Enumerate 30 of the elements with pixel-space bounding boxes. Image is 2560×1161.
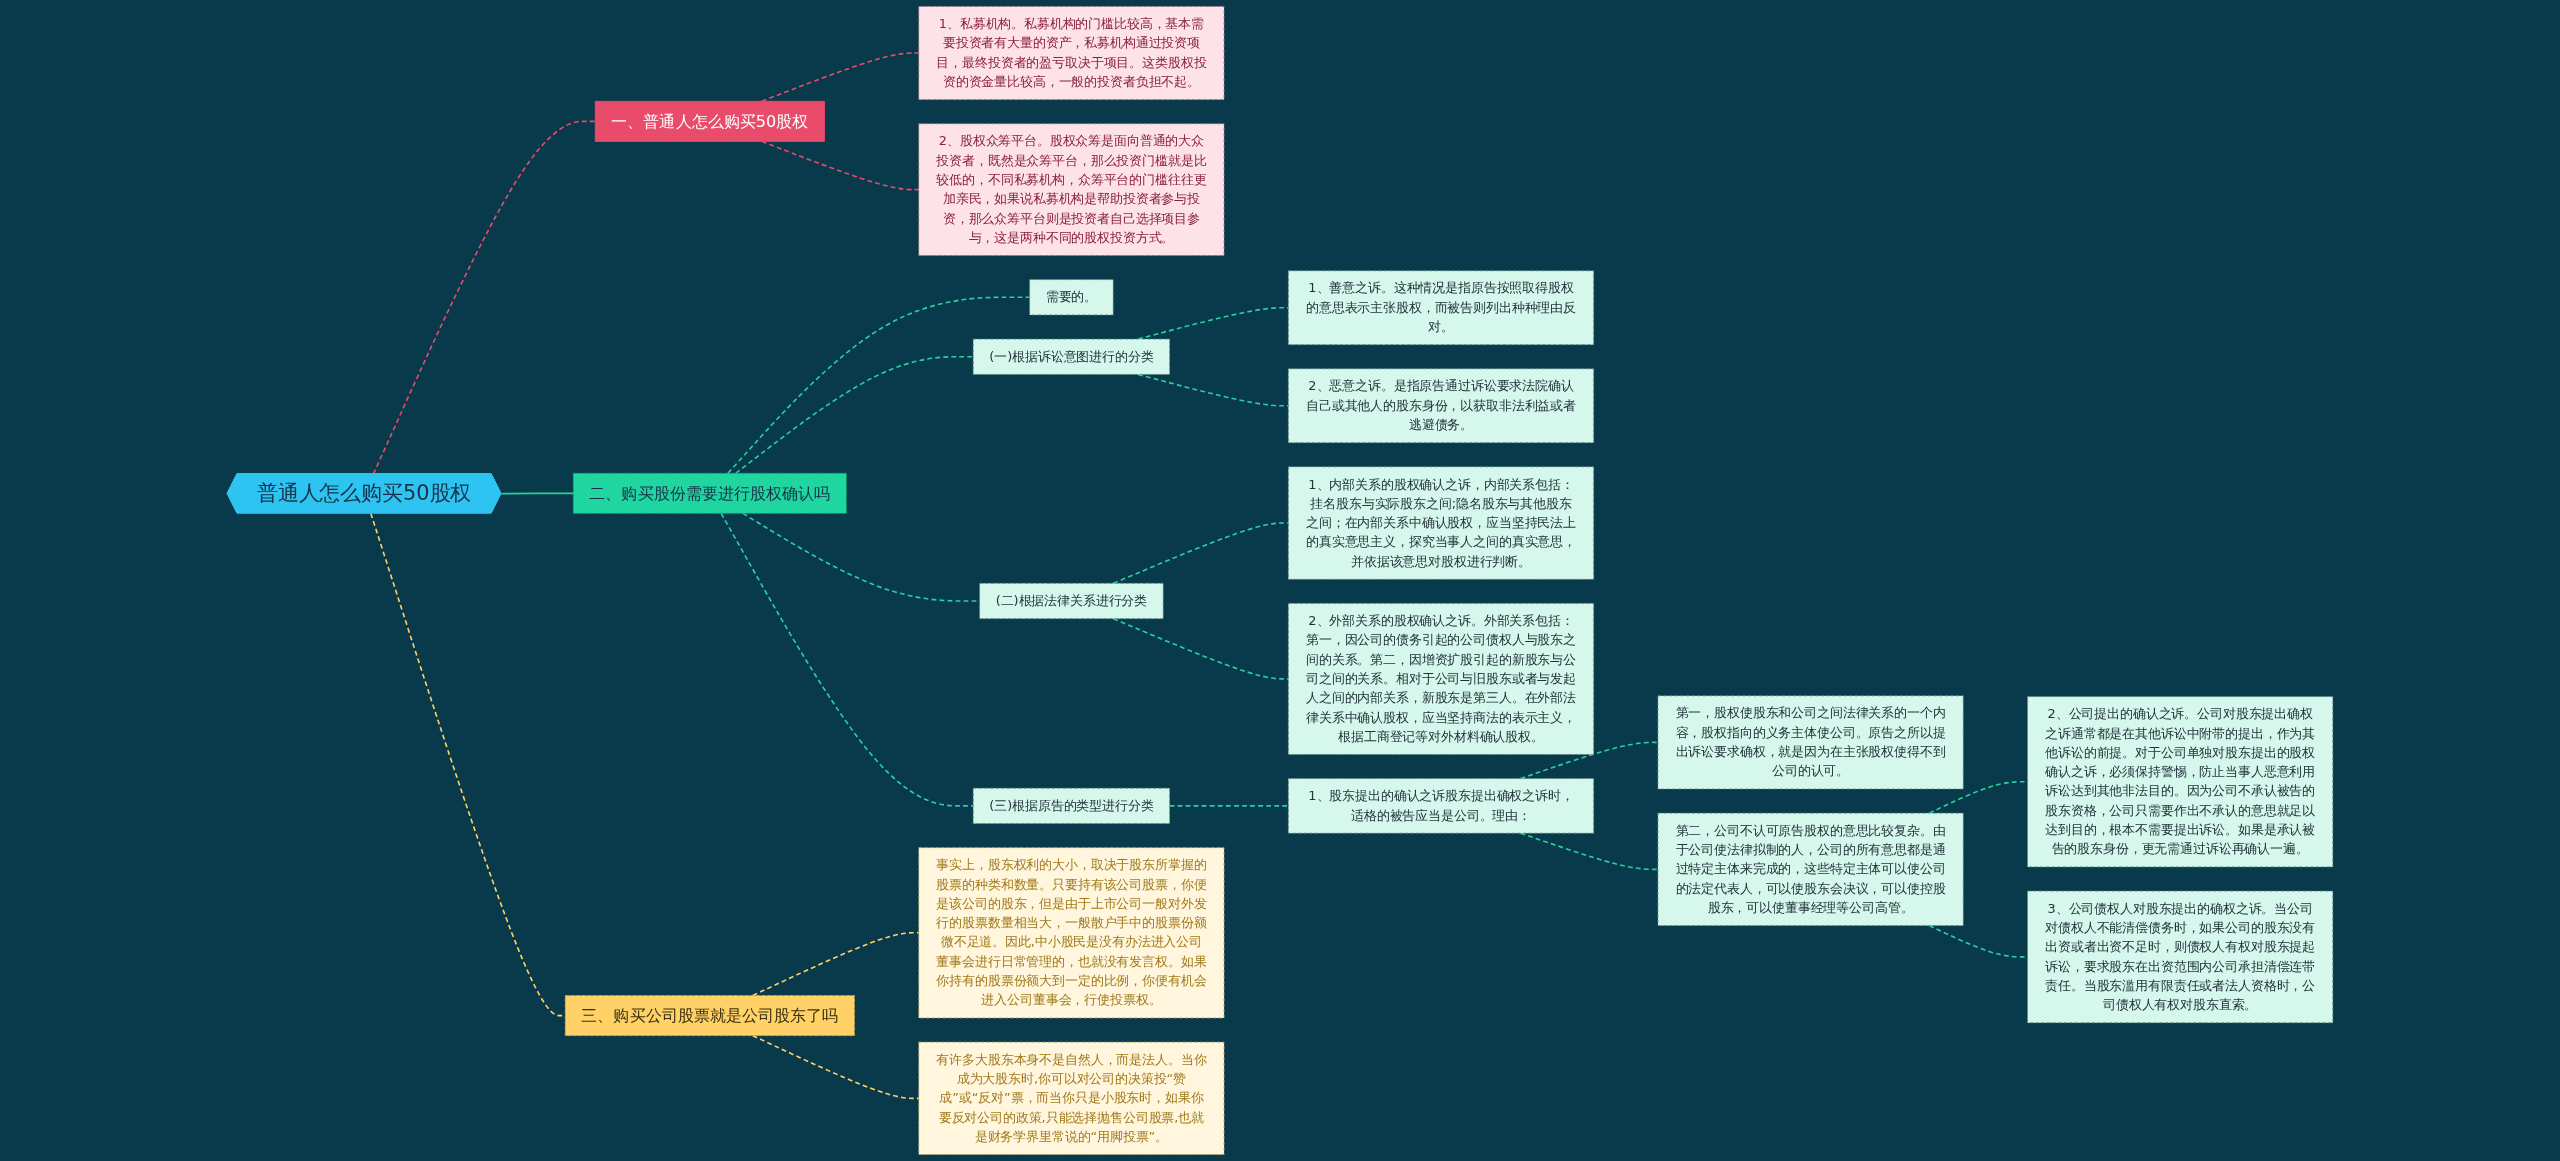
node-box: (二)根据法律关系进行分类 (979, 582, 1164, 620)
node-box: (一)根据诉讼意图进行的分类 (972, 338, 1171, 375)
connector (727, 296, 1031, 475)
connector (735, 355, 974, 475)
node-box: 1、内部关系的股权确认之诉，内部关系包括：挂名股东与实际股东之间;隐名股东与其他股东之间；在内部关系中确认股权，应当坚持民法上的真实意思主义，探究当事人之间的真实意思，并依据该意思对股权进行判断。 (1287, 466, 1595, 580)
node-box: (三)根据原告的类型进行分类 (972, 787, 1171, 824)
node-box: 2、股权众筹平台。股权众筹是面向普通的大众投资者，既然是众筹平台，那么投资门槛就是比较低的，不同私募机构，众筹平台的门槛往往更加亲民，如果说私募机构是帮助投资者参与投资，那么众筹平台则是投资者自己选择项目参与，这是两种不同的股权投资方式。 (918, 123, 1225, 256)
node-box: 需要的。 (1029, 279, 1114, 316)
connector (751, 932, 920, 997)
node-box: 三、购买公司股票就是公司股东了吗 (564, 995, 855, 1037)
node-box: 2、外部关系的股权确认之诉。外部关系包括：第一，因公司的债务引起的公司债权人与股东之间的关系。第二，因增资扩股引起的新股东与公司之间的关系。相对于公司与旧股东或者与发起人之间的内部关系，新股东是第三人。在外部法律关系中确认股权，应当坚持商法的表示主义，根据工商登记等对外材料确认股权。 (1287, 603, 1595, 755)
node-box: 3、公司债权人对股东提出的确权之诉。当公司对债权人不能清偿债务时，如果公司的股东没有出资或者出资不足时，则债权人有权对股东提起诉讼，要求股东在出资范围内公司承担清偿连带责任。当股东滥用有限责任或者法人资格时，公司债权人有权对股东直索。 (2027, 890, 2334, 1024)
node-box: 事实上，股东权利的大小，取决于股东所掌握的股票的种类和数量。只要持有该公司股票，你便是该公司的股东，但是由于上市公司一般对外发行的股票数量相当大，一般散户手中的股票份额微不足道。因此,中小股民是没有办法进入公司董事会进行日常管理的，也就没有发言权。如果你持有的股票份额大到一定的比例，你便有机会进入公司董事会，行使投票权。 (918, 847, 1225, 1019)
connector (720, 512, 974, 807)
node-box: 1、善意之诉。这种情况是指原告按照取得股权的意思表示主张股权，而被告则列出种种理由反对。 (1287, 270, 1595, 346)
node-box: 第二，公司不认可原告股权的意思比较复杂。由于公司使法律拟制的人，公司的所有意思都是通过特定主体来完成的，这些特定主体可以使公司的法定代表人，可以使股东会决议，可以使控股股东，可以使董事经理等公司高管。 (1657, 812, 1964, 926)
connector (761, 140, 920, 191)
node-box: 1、股东提出的确认之诉股东提出确权之诉时，适格的被告应当是公司。理由： (1287, 778, 1595, 834)
node-box: 2、恶意之诉。是指原告通过诉讼要求法院确认自己或其他人的股东身份，以获取非法利益或者逃避债务。 (1287, 368, 1595, 444)
node-box: 一、普通人怎么购买50股权 (594, 100, 825, 142)
node-box: 1、私募机构。私募机构的门槛比较高，基本需要投资者有大量的资产，私募机构通过投资项目，最终投资者的盈亏取决于项目。这类股权投资的资金量比较高，一般的投资者负担不起。 (918, 6, 1225, 101)
connector (500, 492, 575, 495)
connector (751, 1034, 920, 1100)
connector (1168, 805, 1290, 807)
connector (761, 52, 920, 103)
node-box: 有许多大股东本身不是自然人，而是法人。当你成为大股东时,你可以对公司的决策投“赞成”或“反对”票，而当你只是小股东时，如果你要反对公司的政策,只能选择抛售公司股票,也就是财务学界里常说的“用脚投票”。 (918, 1041, 1225, 1155)
node-box: 第一，股权使股东和公司之间法律关系的一个内容，股权指向的义务主体使公司。原告之所以提出诉讼要求确权，就是因为在主张股权使得不到公司的认可。 (1657, 695, 1964, 790)
node-box: 2、公司提出的确认之诉。公司对股东提出确权之诉通常都是在其他诉讼中附带的提出，作为其他诉讼的前提。对于公司单独对股东提出的股权确认之诉，必须保持警惕，防止当事人恶意利用诉讼达到其他非法目的。因为公司不承认被告的股东资格，公司只需要作出不承认的意思就足以达到目的，根本不需要提出诉讼。如果是承认被告的股东身份，更无需通过诉讼再确认一遍。 (2027, 696, 2334, 868)
connector (372, 120, 596, 475)
node-box: 二、购买股份需要进行股权确认吗 (572, 472, 847, 514)
